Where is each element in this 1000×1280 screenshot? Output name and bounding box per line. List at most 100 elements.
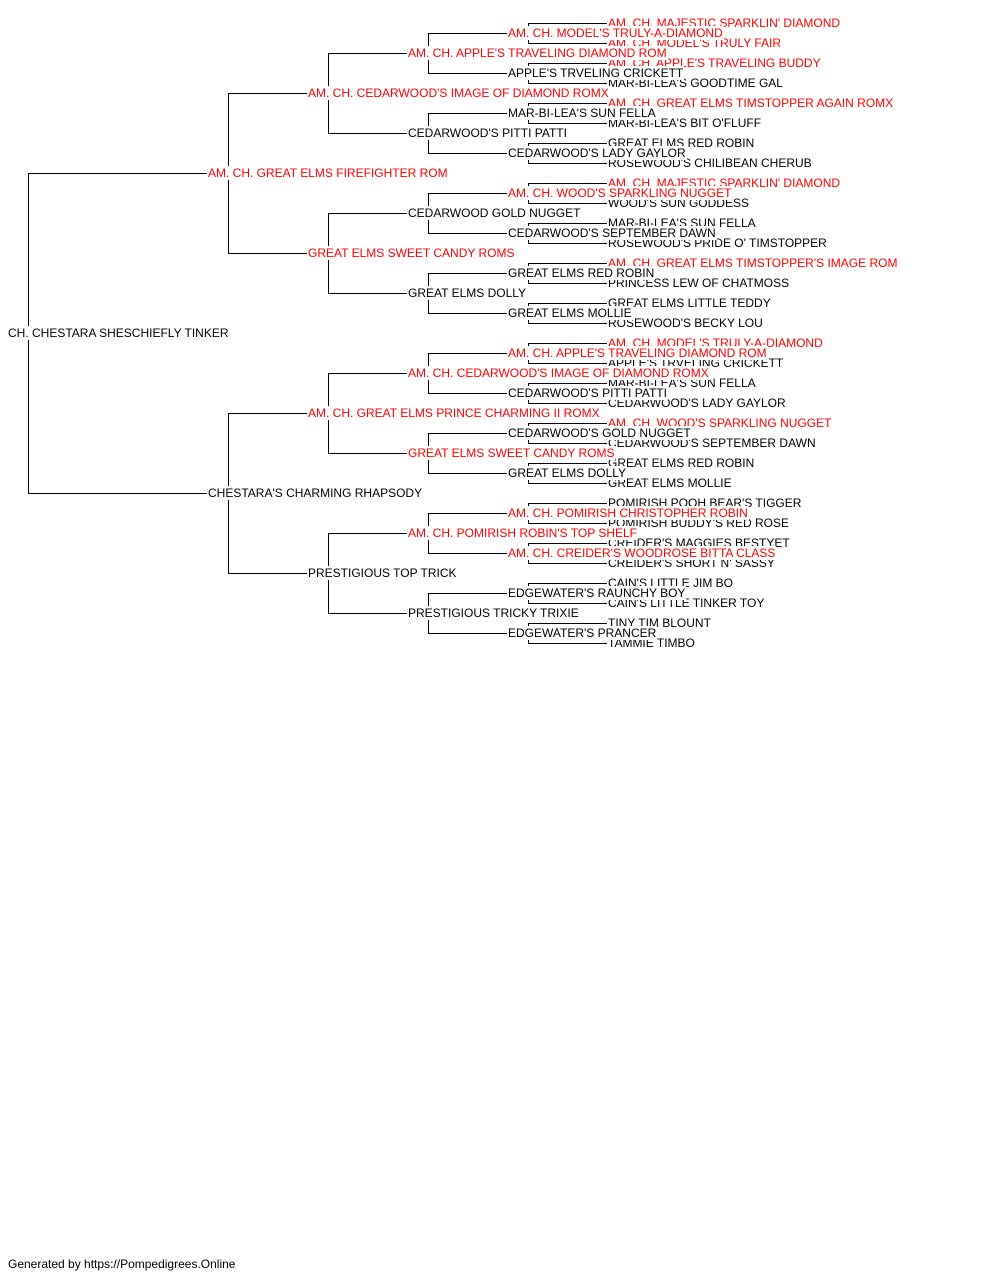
connector-dam bbox=[428, 633, 508, 634]
connector-dam bbox=[428, 153, 508, 154]
connector-dam bbox=[528, 523, 608, 524]
connector-sire bbox=[328, 213, 408, 214]
connector-sire bbox=[328, 53, 408, 54]
dog-name: AM. CH. CEDARWOOD'S IMAGE OF DIAMOND ROM… bbox=[307, 86, 610, 100]
dog-name: APPLE'S TRVELING CRICKETT bbox=[507, 66, 685, 80]
connector-sire bbox=[428, 353, 508, 354]
connector-sire bbox=[428, 513, 508, 514]
connector-sire bbox=[428, 193, 508, 194]
connector-sire bbox=[428, 33, 508, 34]
connector-sire bbox=[528, 383, 608, 384]
dog-name: AM. CH. GREAT ELMS TIMSTOPPER AGAIN ROMX bbox=[607, 96, 895, 110]
connector-dam bbox=[228, 253, 308, 254]
connector-sire bbox=[528, 423, 608, 424]
dog-name: AM. CH. POMIRISH ROBIN'S TOP SHELF bbox=[407, 526, 639, 540]
connector-dam bbox=[528, 83, 608, 84]
connector-dam bbox=[528, 563, 608, 564]
dog-name: GREAT ELMS MOLLIE bbox=[507, 306, 633, 320]
dog-name: GREAT ELMS MOLLIE bbox=[607, 476, 733, 490]
connector-dam bbox=[228, 573, 308, 574]
connector-dam bbox=[528, 363, 608, 364]
connector-sire bbox=[328, 533, 408, 534]
dog-name: AM. CH. APPLE'S TRAVELING DIAMOND ROM bbox=[407, 46, 668, 60]
footer-credit: Generated by https://Pompedigrees.Online bbox=[8, 1257, 236, 1271]
connector-dam bbox=[528, 43, 608, 44]
connector-dam bbox=[428, 73, 508, 74]
connector-dam bbox=[428, 553, 508, 554]
dog-name: ROSEWOOD'S BECKY LOU bbox=[607, 316, 764, 330]
connector-sire bbox=[428, 433, 508, 434]
dog-name: GREAT ELMS LITTLE TEDDY bbox=[607, 296, 772, 310]
connector-sire bbox=[528, 303, 608, 304]
connector-dam bbox=[528, 603, 608, 604]
connector-sire bbox=[528, 463, 608, 464]
connector-dam bbox=[528, 203, 608, 204]
connector-dam bbox=[528, 323, 608, 324]
dog-name: AM. CH. APPLE'S TRAVELING DIAMOND ROM bbox=[507, 346, 768, 360]
connector-dam bbox=[328, 613, 408, 614]
connector-dam bbox=[428, 313, 508, 314]
connector-sire bbox=[528, 223, 608, 224]
dog-name: AM. CH. GREAT ELMS FIREFIGHTER ROM bbox=[207, 166, 449, 180]
connector-sire bbox=[528, 183, 608, 184]
dog-name: CEDARWOOD GOLD NUGGET bbox=[407, 206, 582, 220]
connector-sire bbox=[528, 623, 608, 624]
dog-name: EDGEWATER'S PRANCER bbox=[507, 626, 658, 640]
dog-name: GREAT ELMS RED ROBIN bbox=[507, 266, 656, 280]
connector-dam bbox=[428, 393, 508, 394]
dog-name: AM. CH. MODEL'S TRULY-A-DIAMOND bbox=[507, 26, 724, 40]
connector-sire bbox=[528, 583, 608, 584]
dog-name: GREAT ELMS SWEET CANDY ROMS bbox=[307, 246, 516, 260]
connector-sire bbox=[28, 173, 208, 174]
dog-name: CHESTARA'S CHARMING RHAPSODY bbox=[207, 486, 424, 500]
dog-name: AM. CH. POMIRISH CHRISTOPHER ROBIN bbox=[507, 506, 749, 520]
connector-dam bbox=[328, 453, 408, 454]
dog-name: CH. CHESTARA SHESCHIEFLY TINKER bbox=[7, 326, 230, 340]
dog-name: CEDARWOOD'S SEPTEMBER DAWN bbox=[507, 226, 717, 240]
dog-name: EDGEWATER'S RAUNCHY BOY bbox=[507, 586, 687, 600]
connector-dam bbox=[528, 483, 608, 484]
connector-sire bbox=[228, 93, 308, 94]
connector-dam bbox=[528, 163, 608, 164]
connector-sire bbox=[528, 143, 608, 144]
dog-name: CEDARWOOD'S PITTI PATTI bbox=[407, 126, 568, 140]
connector-sire bbox=[428, 273, 508, 274]
dog-name: AM. CH. CEDARWOOD'S IMAGE OF DIAMOND ROM… bbox=[407, 366, 710, 380]
dog-name: AM. CH. GREAT ELMS PRINCE CHARMING II RO… bbox=[307, 406, 601, 420]
connector-dam bbox=[328, 133, 408, 134]
dog-name: CEDARWOOD'S LADY GAYLOR bbox=[507, 146, 687, 160]
connector-sire bbox=[428, 113, 508, 114]
connector-sire bbox=[528, 63, 608, 64]
connector-sire bbox=[428, 593, 508, 594]
connector-dam bbox=[428, 233, 508, 234]
connector-sire bbox=[528, 343, 608, 344]
dog-name: CEDARWOOD'S GOLD NUGGET bbox=[507, 426, 692, 440]
connector-dam bbox=[528, 243, 608, 244]
connector-sire bbox=[328, 373, 408, 374]
connector-sire bbox=[528, 103, 608, 104]
dog-name: GREAT ELMS RED ROBIN bbox=[607, 456, 756, 470]
dog-name: GREAT ELMS SWEET CANDY ROMS bbox=[407, 446, 616, 460]
connector-dam bbox=[428, 473, 508, 474]
connector-dam bbox=[528, 123, 608, 124]
connector-dam bbox=[528, 283, 608, 284]
connector-dam bbox=[528, 643, 608, 644]
dog-name: PRESTIGIOUS TRICKY TRIXIE bbox=[407, 606, 580, 620]
connector-dam bbox=[528, 443, 608, 444]
dog-name: AM. CH. WOOD'S SPARKLING NUGGET bbox=[507, 186, 733, 200]
connector-dam bbox=[528, 403, 608, 404]
dog-name: GREAT ELMS DOLLY bbox=[407, 286, 528, 300]
dog-name: CEDARWOOD'S PITTI PATTI bbox=[507, 386, 668, 400]
dog-name: GREAT ELMS DOLLY bbox=[507, 466, 628, 480]
connector-dam bbox=[328, 293, 408, 294]
connector-sire bbox=[528, 263, 608, 264]
connector-sire bbox=[528, 23, 608, 24]
connector-dam bbox=[28, 493, 208, 494]
dog-name: AM. CH. GREAT ELMS TIMSTOPPER'S IMAGE RO… bbox=[607, 256, 899, 270]
dog-name: AM. CH. CREIDER'S WOODROSE BITTA CLASS bbox=[507, 546, 777, 560]
connector-sire bbox=[528, 503, 608, 504]
dog-name: MAR-BI-LEA'S SUN FELLA bbox=[507, 106, 657, 120]
connector-sire bbox=[528, 543, 608, 544]
dog-name: PRESTIGIOUS TOP TRICK bbox=[307, 566, 458, 580]
